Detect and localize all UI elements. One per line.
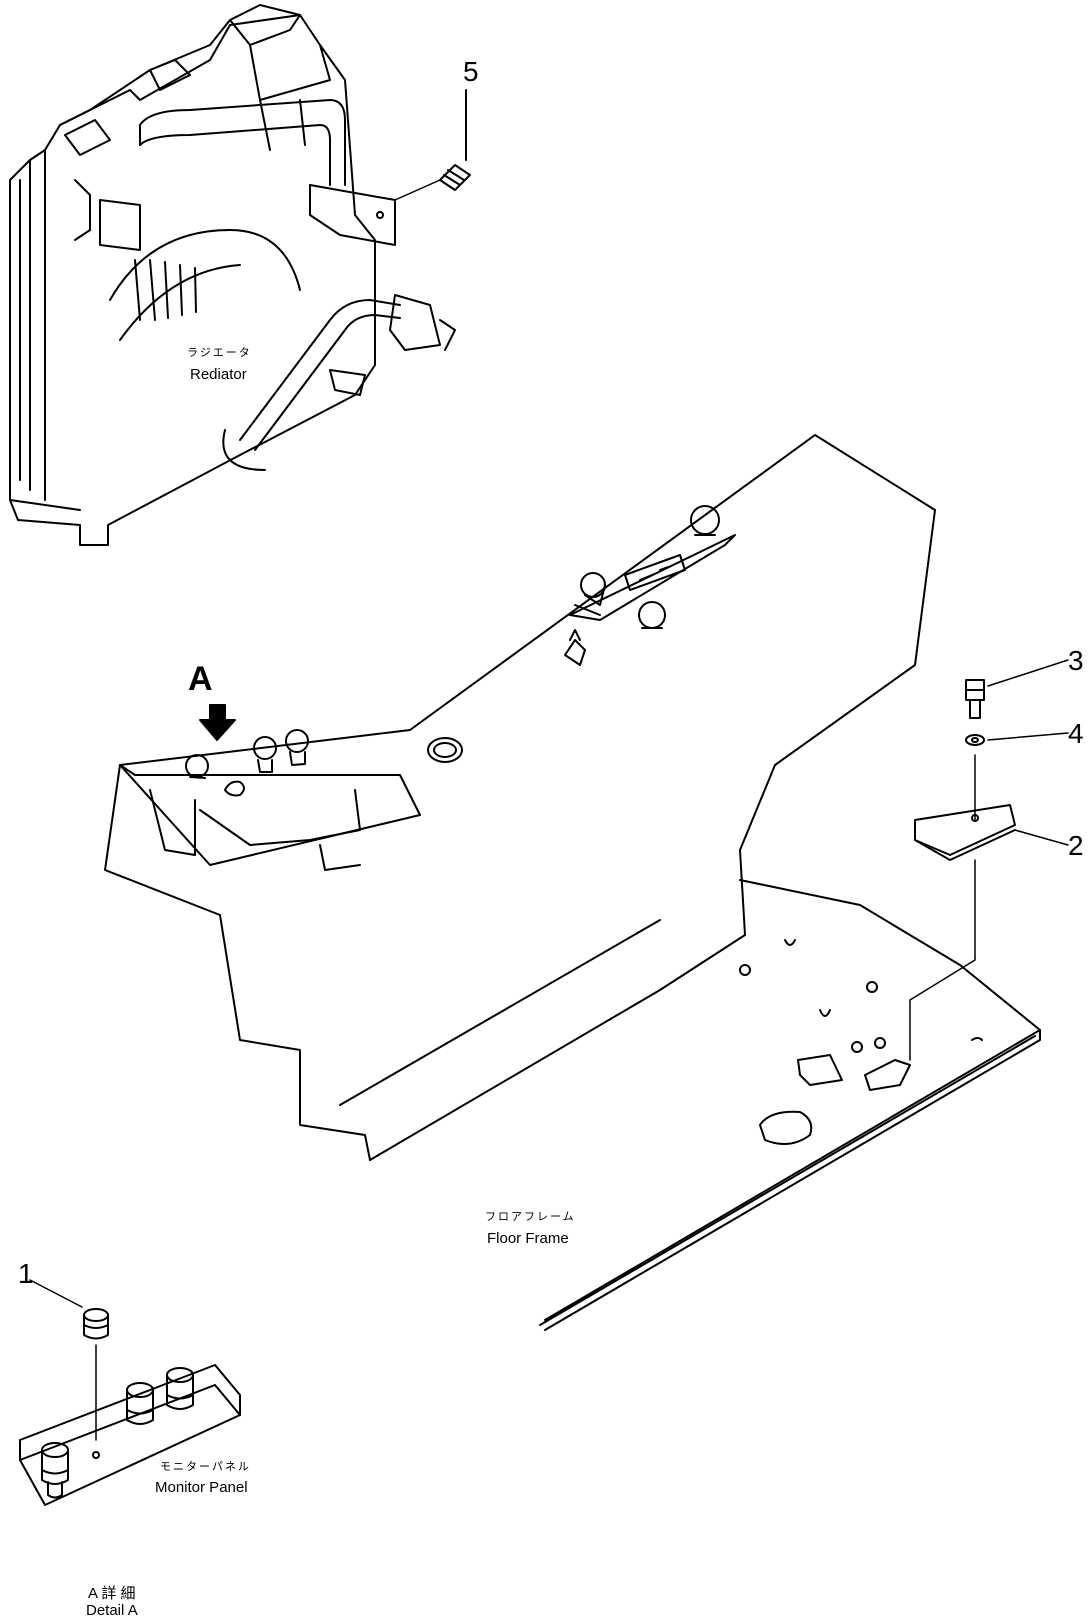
part-number-5: 5 (463, 56, 479, 87)
radiator-drawing (9, 4, 456, 546)
radiator-label-jp: ラジエータ (187, 347, 252, 359)
floor-frame-label-jp: フロアフレーム (485, 1211, 576, 1223)
parts-2-3-4-drawing (909, 659, 1069, 1061)
floor-frame-label: Floor Frame (487, 1230, 569, 1247)
part-5-drawing (394, 89, 471, 201)
part-number-3: 3 (1068, 645, 1084, 676)
part-number-2: 2 (1068, 830, 1084, 861)
monitor-panel-label: Monitor Panel (155, 1479, 248, 1496)
monitor-panel-label-jp: モニターパネル (160, 1461, 251, 1473)
view-arrow-a (199, 704, 236, 741)
detail-a-label: Detail A (86, 1602, 138, 1619)
view-arrow-letter: A (188, 660, 213, 698)
radiator-label: Rediator (190, 366, 247, 383)
part-number-4: 4 (1068, 718, 1084, 749)
floor-frame-drawing (104, 434, 1041, 1331)
detail-a-label-jp: A 詳 細 (88, 1585, 136, 1602)
detail-a-drawing (19, 1279, 241, 1506)
part-number-1: 1 (18, 1258, 34, 1289)
